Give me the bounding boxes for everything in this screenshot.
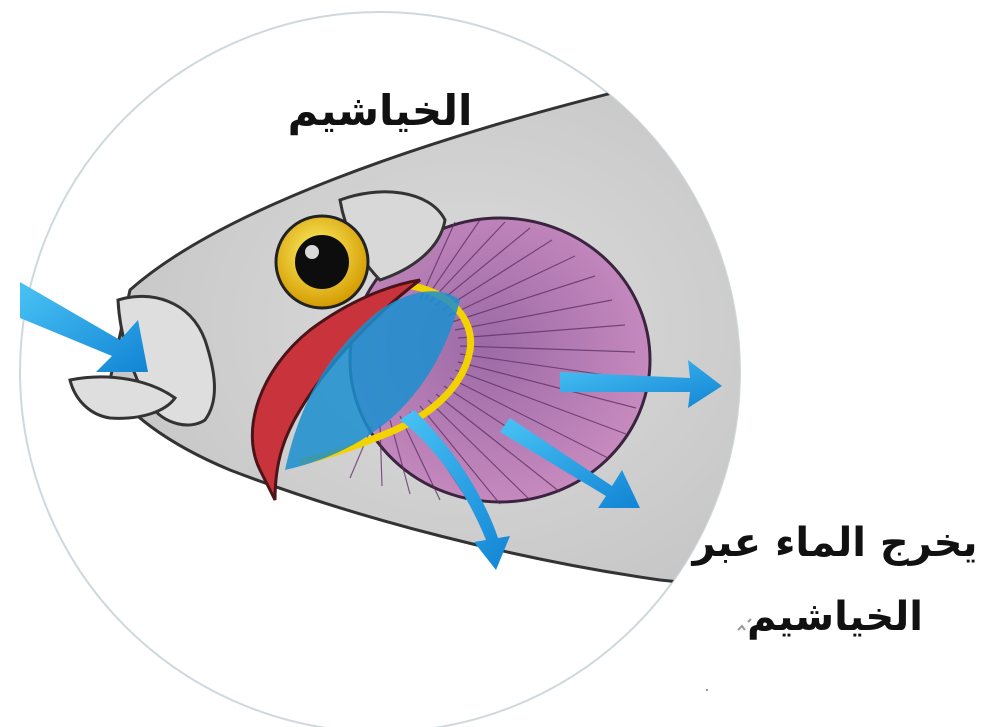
eye [276, 216, 368, 308]
water-exit-label: يخرج الماء عبر الخياشيم [690, 506, 980, 654]
water-exit-label-line1: يخرج الماء عبر [690, 506, 980, 580]
water-exit-label-line2: الخياشيم [690, 580, 980, 654]
gills-label: الخياشيم [270, 86, 490, 135]
